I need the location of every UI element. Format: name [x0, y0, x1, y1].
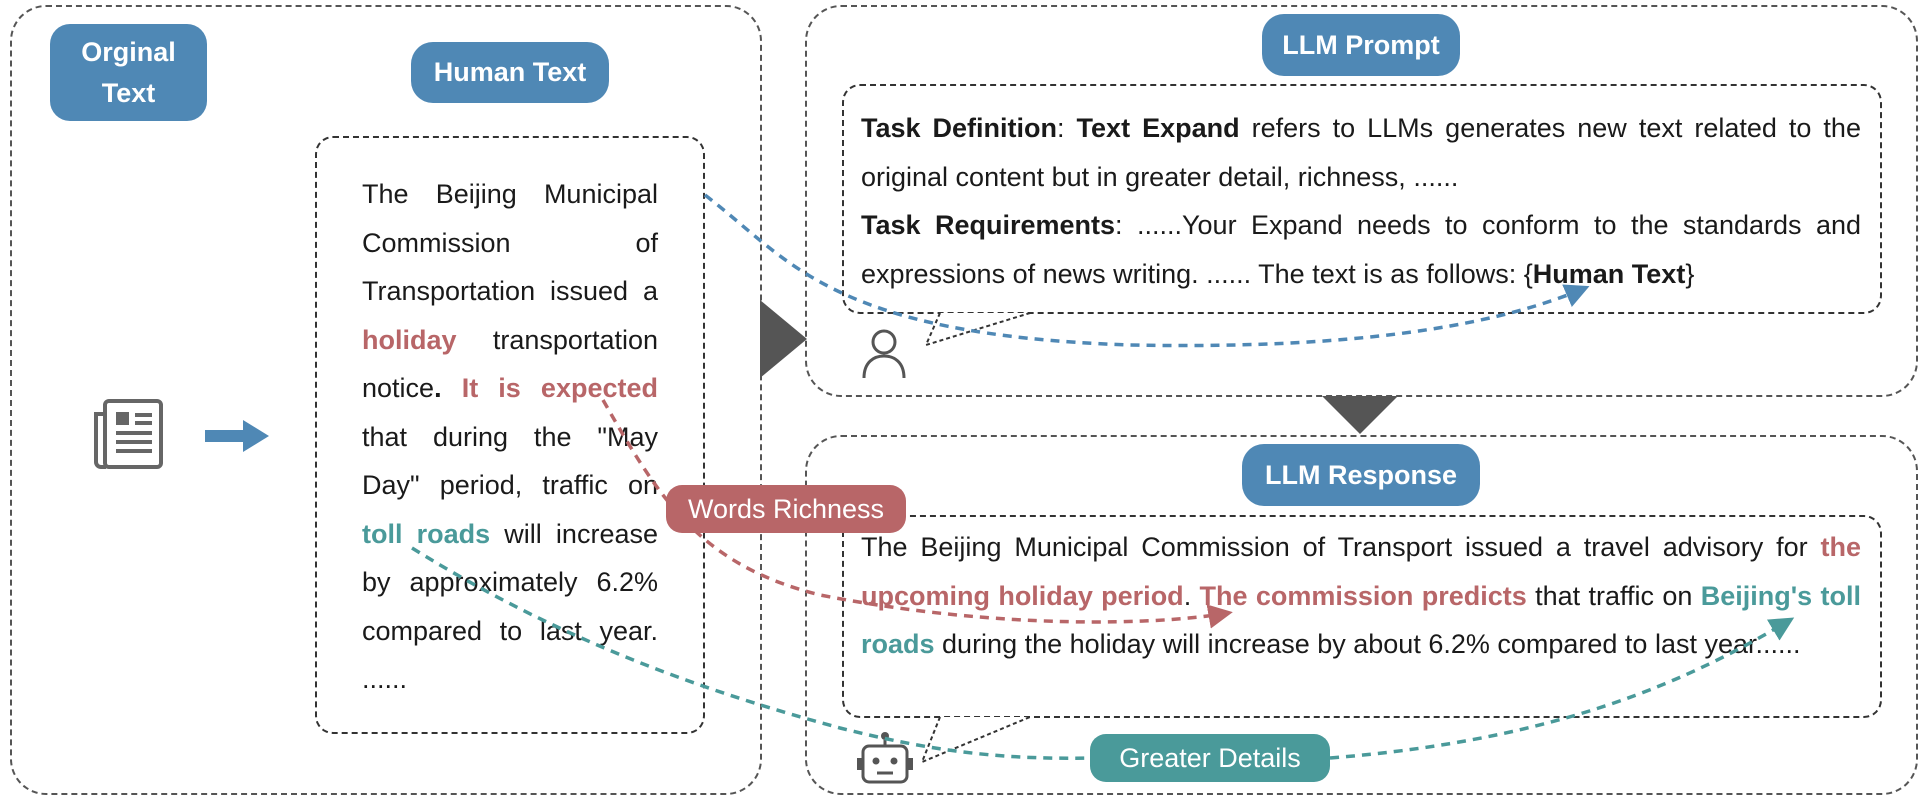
right-connector-triangle [760, 300, 807, 378]
response-content: The Beijing Municipal Commission of Tran… [861, 523, 1861, 669]
highlight-it-is-expected: It is expected [461, 373, 658, 403]
human-text-part: that during the "May Day" period, traffi… [362, 421, 658, 501]
human-text-label: Human Text [411, 42, 609, 103]
highlight-beijing-toll-roads: Beijing's toll roads [861, 580, 1861, 660]
words-richness-arrow [601, 399, 1233, 629]
separator: : [1057, 113, 1077, 143]
llm-response-label: LLM Response [1242, 444, 1480, 506]
greater-details-text: Greater Details [1119, 742, 1301, 773]
separator: : [1115, 210, 1137, 240]
task-requirements-label: Task Requirements [861, 210, 1116, 240]
human-text-variable: Human Text [1532, 258, 1686, 289]
llm-response-panel [805, 435, 1918, 795]
human-text-content: The Beijing Municipal Commission of Tran… [362, 170, 658, 704]
user-icon [862, 329, 906, 379]
llm-prompt-panel [805, 5, 1918, 397]
response-text-part: that traffic on [1526, 580, 1701, 611]
response-text-part: . [1183, 580, 1200, 611]
original-text-label-text: Orginal Text [81, 37, 176, 108]
response-text-part: during the holiday will increase by abou… [934, 629, 1801, 659]
highlight-holiday: holiday [362, 324, 457, 355]
text-expand-term: Text Expand [1076, 113, 1240, 143]
highlight-toll-roads: toll roads [362, 518, 491, 549]
greater-details-tag: Greater Details [1090, 734, 1330, 782]
human-text-part: The Beijing Municipal Commission of Tran… [362, 179, 658, 306]
words-richness-tag: Words Richness [666, 485, 906, 533]
closing-brace: } [1685, 258, 1695, 289]
right-arrow-icon [205, 420, 269, 452]
prompt-bubble-tail [924, 312, 1031, 347]
definition-text: refers to LLMs generates new text relate… [861, 113, 1861, 192]
original-text-panel [10, 5, 762, 795]
human-text-box [315, 136, 705, 734]
llm-response-label-text: LLM Response [1264, 459, 1458, 490]
response-text-part: The Beijing Municipal Commission of Tran… [861, 532, 1821, 562]
robot-icon [857, 732, 913, 784]
response-bubble [842, 515, 1882, 718]
original-text-label: Orginal Text [50, 24, 207, 121]
requirements-text: ......Your Expand needs to conform to th… [861, 210, 1861, 289]
prompt-bubble [842, 84, 1882, 314]
human-text-to-prompt-arrow [703, 193, 1590, 348]
human-text-label-text: Human Text [433, 57, 587, 88]
llm-prompt-label: LLM Prompt [1262, 14, 1460, 76]
down-connector-triangle [1322, 396, 1398, 434]
human-text-dot: . [434, 373, 442, 403]
words-richness-text: Words Richness [687, 493, 885, 524]
document-icon [94, 399, 163, 469]
greater-details-arrow-right [1329, 617, 1795, 760]
human-text-part: will increase by approximately 6.2% comp… [362, 518, 658, 695]
greater-details-arrow-left [411, 546, 1091, 760]
llm-prompt-label-text: LLM Prompt [1282, 29, 1440, 60]
highlight-upcoming-holiday-period: the upcoming holiday period [861, 532, 1861, 611]
prompt-definition: Task Definition: Text Expand refers to L… [861, 104, 1861, 201]
highlight-commission-predicts: The commission predicts [1199, 580, 1527, 611]
task-definition-label: Task Definition [861, 113, 1058, 143]
human-text-part: transportation notice [362, 324, 658, 404]
prompt-requirements: Task Requirements: ......Your Expand nee… [861, 201, 1861, 298]
